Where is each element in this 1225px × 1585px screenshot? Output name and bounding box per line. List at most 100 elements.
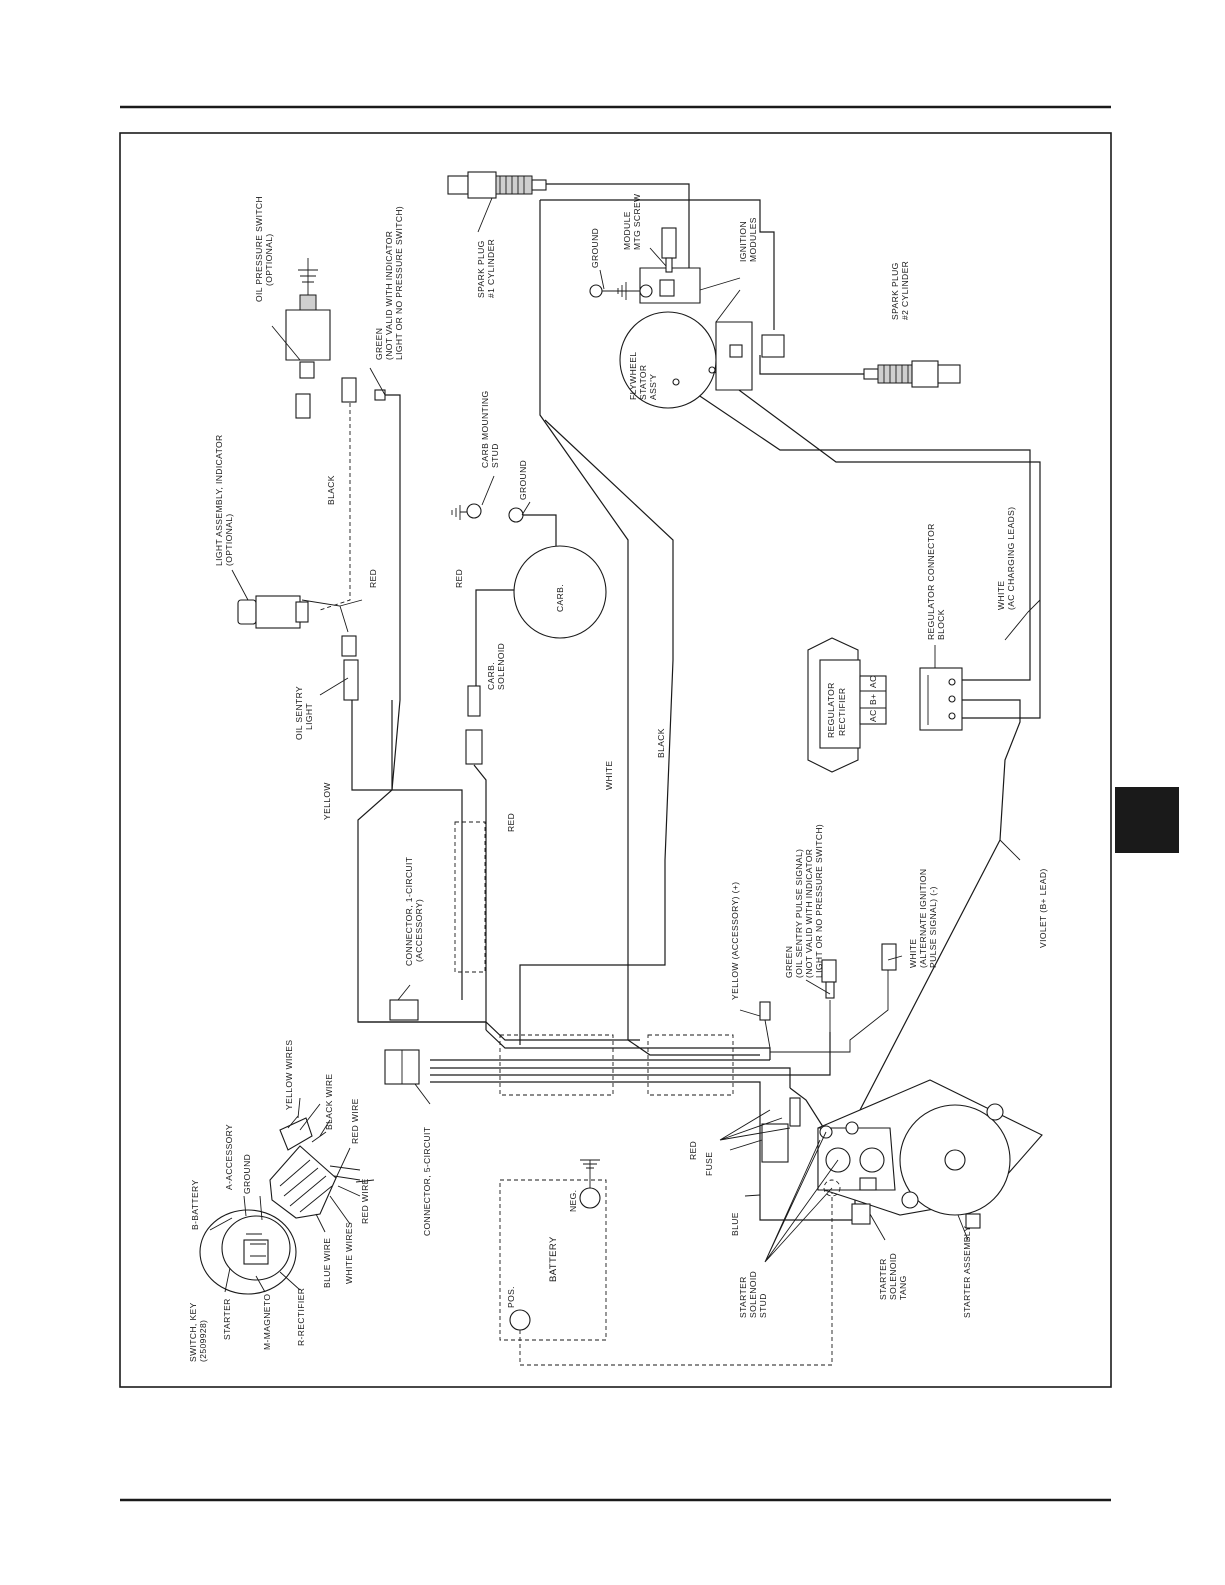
svg-text:CARB.SOLENOID: CARB.SOLENOID: [486, 643, 506, 690]
label-red-fuse: RED: [688, 1141, 698, 1160]
svg-text:OIL SENTRYLIGHT: OIL SENTRYLIGHT: [294, 686, 314, 740]
label-m-magneto: M-MAGNETO: [262, 1294, 272, 1350]
label-starter-assembly: STARTER ASSEMBLY: [962, 1226, 972, 1318]
svg-text:BLACK: BLACK: [656, 728, 666, 758]
svg-text:GREEN(NOT VALID WITH INDICATOR: GREEN(NOT VALID WITH INDICATORLIGHT OR N…: [374, 206, 404, 360]
svg-text:M-MAGNETO: M-MAGNETO: [262, 1294, 272, 1350]
svg-text:AC: AC: [868, 709, 878, 722]
label-red-wire-1: RED WIRE: [350, 1098, 360, 1144]
svg-text:STARTERSOLENOIDTANG: STARTERSOLENOIDTANG: [878, 1253, 908, 1300]
spark-plug-2-icon: [759, 355, 961, 388]
svg-text:STARTER: STARTER: [222, 1298, 232, 1340]
svg-text:B-BATTERY: B-BATTERY: [190, 1179, 200, 1230]
svg-text:GREEN(OIL SENTRY PULSE SIGNAL): GREEN(OIL SENTRY PULSE SIGNAL)(NOT VALID…: [784, 824, 824, 978]
svg-text:SWITCH, KEY(2509928): SWITCH, KEY(2509928): [188, 1302, 208, 1362]
label-white-wires: WHITE WIRES: [344, 1222, 354, 1284]
battery-neg-terminal: [579, 1187, 601, 1209]
label-black-upper: BLACK: [326, 475, 336, 505]
fuse-icon: [761, 1097, 801, 1163]
label-black-mid: BLACK: [656, 728, 666, 758]
wire-harness: [301, 183, 1041, 1366]
label-carb: CARB.: [555, 584, 565, 612]
svg-text:SPARK PLUG#1 CYLINDER: SPARK PLUG#1 CYLINDER: [476, 239, 496, 298]
svg-text:BLUE WIRE: BLUE WIRE: [322, 1238, 332, 1288]
label-ground-top: GROUND: [590, 228, 600, 268]
svg-text:AC: AC: [868, 675, 878, 688]
label-fuse: FUSE: [704, 1152, 714, 1176]
label-ground-carb: GROUND: [518, 460, 528, 500]
svg-text:CARB.: CARB.: [555, 584, 565, 612]
key-switch-icon: [199, 1103, 361, 1295]
svg-text:WHITE(ALTERNATE IGNITIONPULSE: WHITE(ALTERNATE IGNITIONPULSE SIGNAL) (-…: [908, 869, 938, 968]
label-white-alt-ignition: WHITE(ALTERNATE IGNITIONPULSE SIGNAL) (-…: [908, 869, 938, 968]
label-connector-5-circuit: CONNECTOR, 5-CIRCUIT: [422, 1127, 432, 1236]
svg-text:WHITE: WHITE: [604, 761, 614, 790]
label-regulator-connector-block: REGULATOR CONNECTORBLOCK: [926, 523, 946, 640]
battery-box: [499, 1179, 607, 1341]
svg-text:BLACK WIRE: BLACK WIRE: [324, 1074, 334, 1130]
svg-text:FLYWHEELSTATORASS'Y: FLYWHEELSTATORASS'Y: [628, 352, 658, 400]
label-b-battery: B-BATTERY: [190, 1179, 200, 1230]
svg-text:RED WIRE: RED WIRE: [360, 1178, 370, 1224]
label-yellow-left: YELLOW: [322, 782, 332, 820]
label-carb-mounting-stud: CARB MOUNTINGSTUD: [480, 391, 500, 468]
svg-text:RED: RED: [454, 569, 464, 588]
connector-blocks: [384, 943, 897, 1085]
label-oil-sentry-light: OIL SENTRYLIGHT: [294, 686, 314, 740]
label-violet-b-lead: VIOLET (B+ LEAD): [1038, 868, 1048, 948]
svg-text:POS.: POS.: [506, 1286, 516, 1308]
svg-text:RED: RED: [506, 813, 516, 832]
label-red-carb: RED: [454, 569, 464, 588]
svg-text:BATTERY: BATTERY: [548, 1236, 559, 1282]
regulator-rectifier-icon: [807, 637, 887, 773]
carburetor-icon: [451, 503, 607, 765]
starter-assembly-icon: [817, 1079, 1043, 1229]
svg-text:BLACK: BLACK: [326, 475, 336, 505]
label-green-oil-sentry: GREEN(OIL SENTRY PULSE SIGNAL)(NOT VALID…: [784, 824, 824, 978]
svg-text:RED: RED: [688, 1141, 698, 1160]
svg-text:RED WIRE: RED WIRE: [350, 1098, 360, 1144]
label-starter-solenoid-tang: STARTERSOLENOIDTANG: [878, 1253, 908, 1300]
connector-1-circuit: [389, 999, 419, 1021]
spark-plug-1-icon: [447, 171, 547, 199]
label-red-light: RED: [368, 569, 378, 588]
label-spark-plug-2: SPARK PLUG#2 CYLINDER: [890, 261, 910, 320]
svg-text:STARTER ASSEMBLY: STARTER ASSEMBLY: [962, 1226, 972, 1318]
label-white-ac-charging: WHITE(AC CHARGING LEADS): [996, 507, 1016, 610]
regulator-connector-block-icon: [919, 667, 963, 731]
svg-text:REGULATOR CONNECTORBLOCK: REGULATOR CONNECTORBLOCK: [926, 523, 946, 640]
label-module-mtg-screw: MODULEMTG SCREW: [622, 194, 642, 250]
svg-text:CONNECTOR, 5-CIRCUIT: CONNECTOR, 5-CIRCUIT: [422, 1127, 432, 1236]
svg-text:VIOLET (B+ LEAD): VIOLET (B+ LEAD): [1038, 868, 1048, 948]
label-switch-key: SWITCH, KEY(2509928): [188, 1302, 208, 1362]
label-red-wire-2: RED WIRE: [360, 1178, 370, 1224]
label-oil-pressure-switch: OIL PRESSURE SWITCH(OPTIONAL): [254, 196, 274, 302]
svg-text:CONNECTOR, 1-CIRCUIT(ACCESSORY: CONNECTOR, 1-CIRCUIT(ACCESSORY): [404, 857, 424, 966]
label-black-wire: BLACK WIRE: [324, 1074, 334, 1130]
label-yellow-accessory: YELLOW (ACCESSORY) (+): [730, 882, 740, 1000]
flywheel-stator-icon: [589, 227, 785, 409]
label-reg-terminals: AC B+ AC: [868, 675, 878, 722]
label-blue-wire: BLUE WIRE: [322, 1238, 332, 1288]
svg-text:YELLOW (ACCESSORY) (+): YELLOW (ACCESSORY) (+): [730, 882, 740, 1000]
label-white-mid: WHITE: [604, 761, 614, 790]
svg-text:YELLOW: YELLOW: [322, 782, 332, 820]
section-tab: [1115, 787, 1179, 853]
svg-text:STARTERSOLENOIDSTUD: STARTERSOLENOIDSTUD: [738, 1271, 768, 1318]
svg-text:GROUND: GROUND: [590, 228, 600, 268]
diagram-frame: [119, 132, 1112, 1388]
svg-text:REGULATORRECTIFIER: REGULATORRECTIFIER: [826, 682, 847, 738]
green-connector-top: [295, 377, 386, 419]
label-yellow-wires: YELLOW WIRES: [284, 1040, 294, 1110]
label-carb-solenoid: CARB.SOLENOID: [486, 643, 506, 690]
label-green-top: GREEN(NOT VALID WITH INDICATORLIGHT OR N…: [374, 206, 404, 360]
svg-text:B+: B+: [868, 694, 878, 705]
label-flywheel-stator: FLYWHEELSTATORASS'Y: [628, 352, 658, 400]
svg-text:CARB MOUNTINGSTUD: CARB MOUNTINGSTUD: [480, 391, 500, 468]
label-blue-fuse: BLUE: [730, 1212, 740, 1236]
svg-text:A-ACCESSORY: A-ACCESSORY: [224, 1124, 234, 1190]
battery-pos-terminal: [509, 1309, 531, 1331]
connector-housings: [454, 821, 734, 1341]
svg-text:GROUND: GROUND: [242, 1154, 252, 1194]
